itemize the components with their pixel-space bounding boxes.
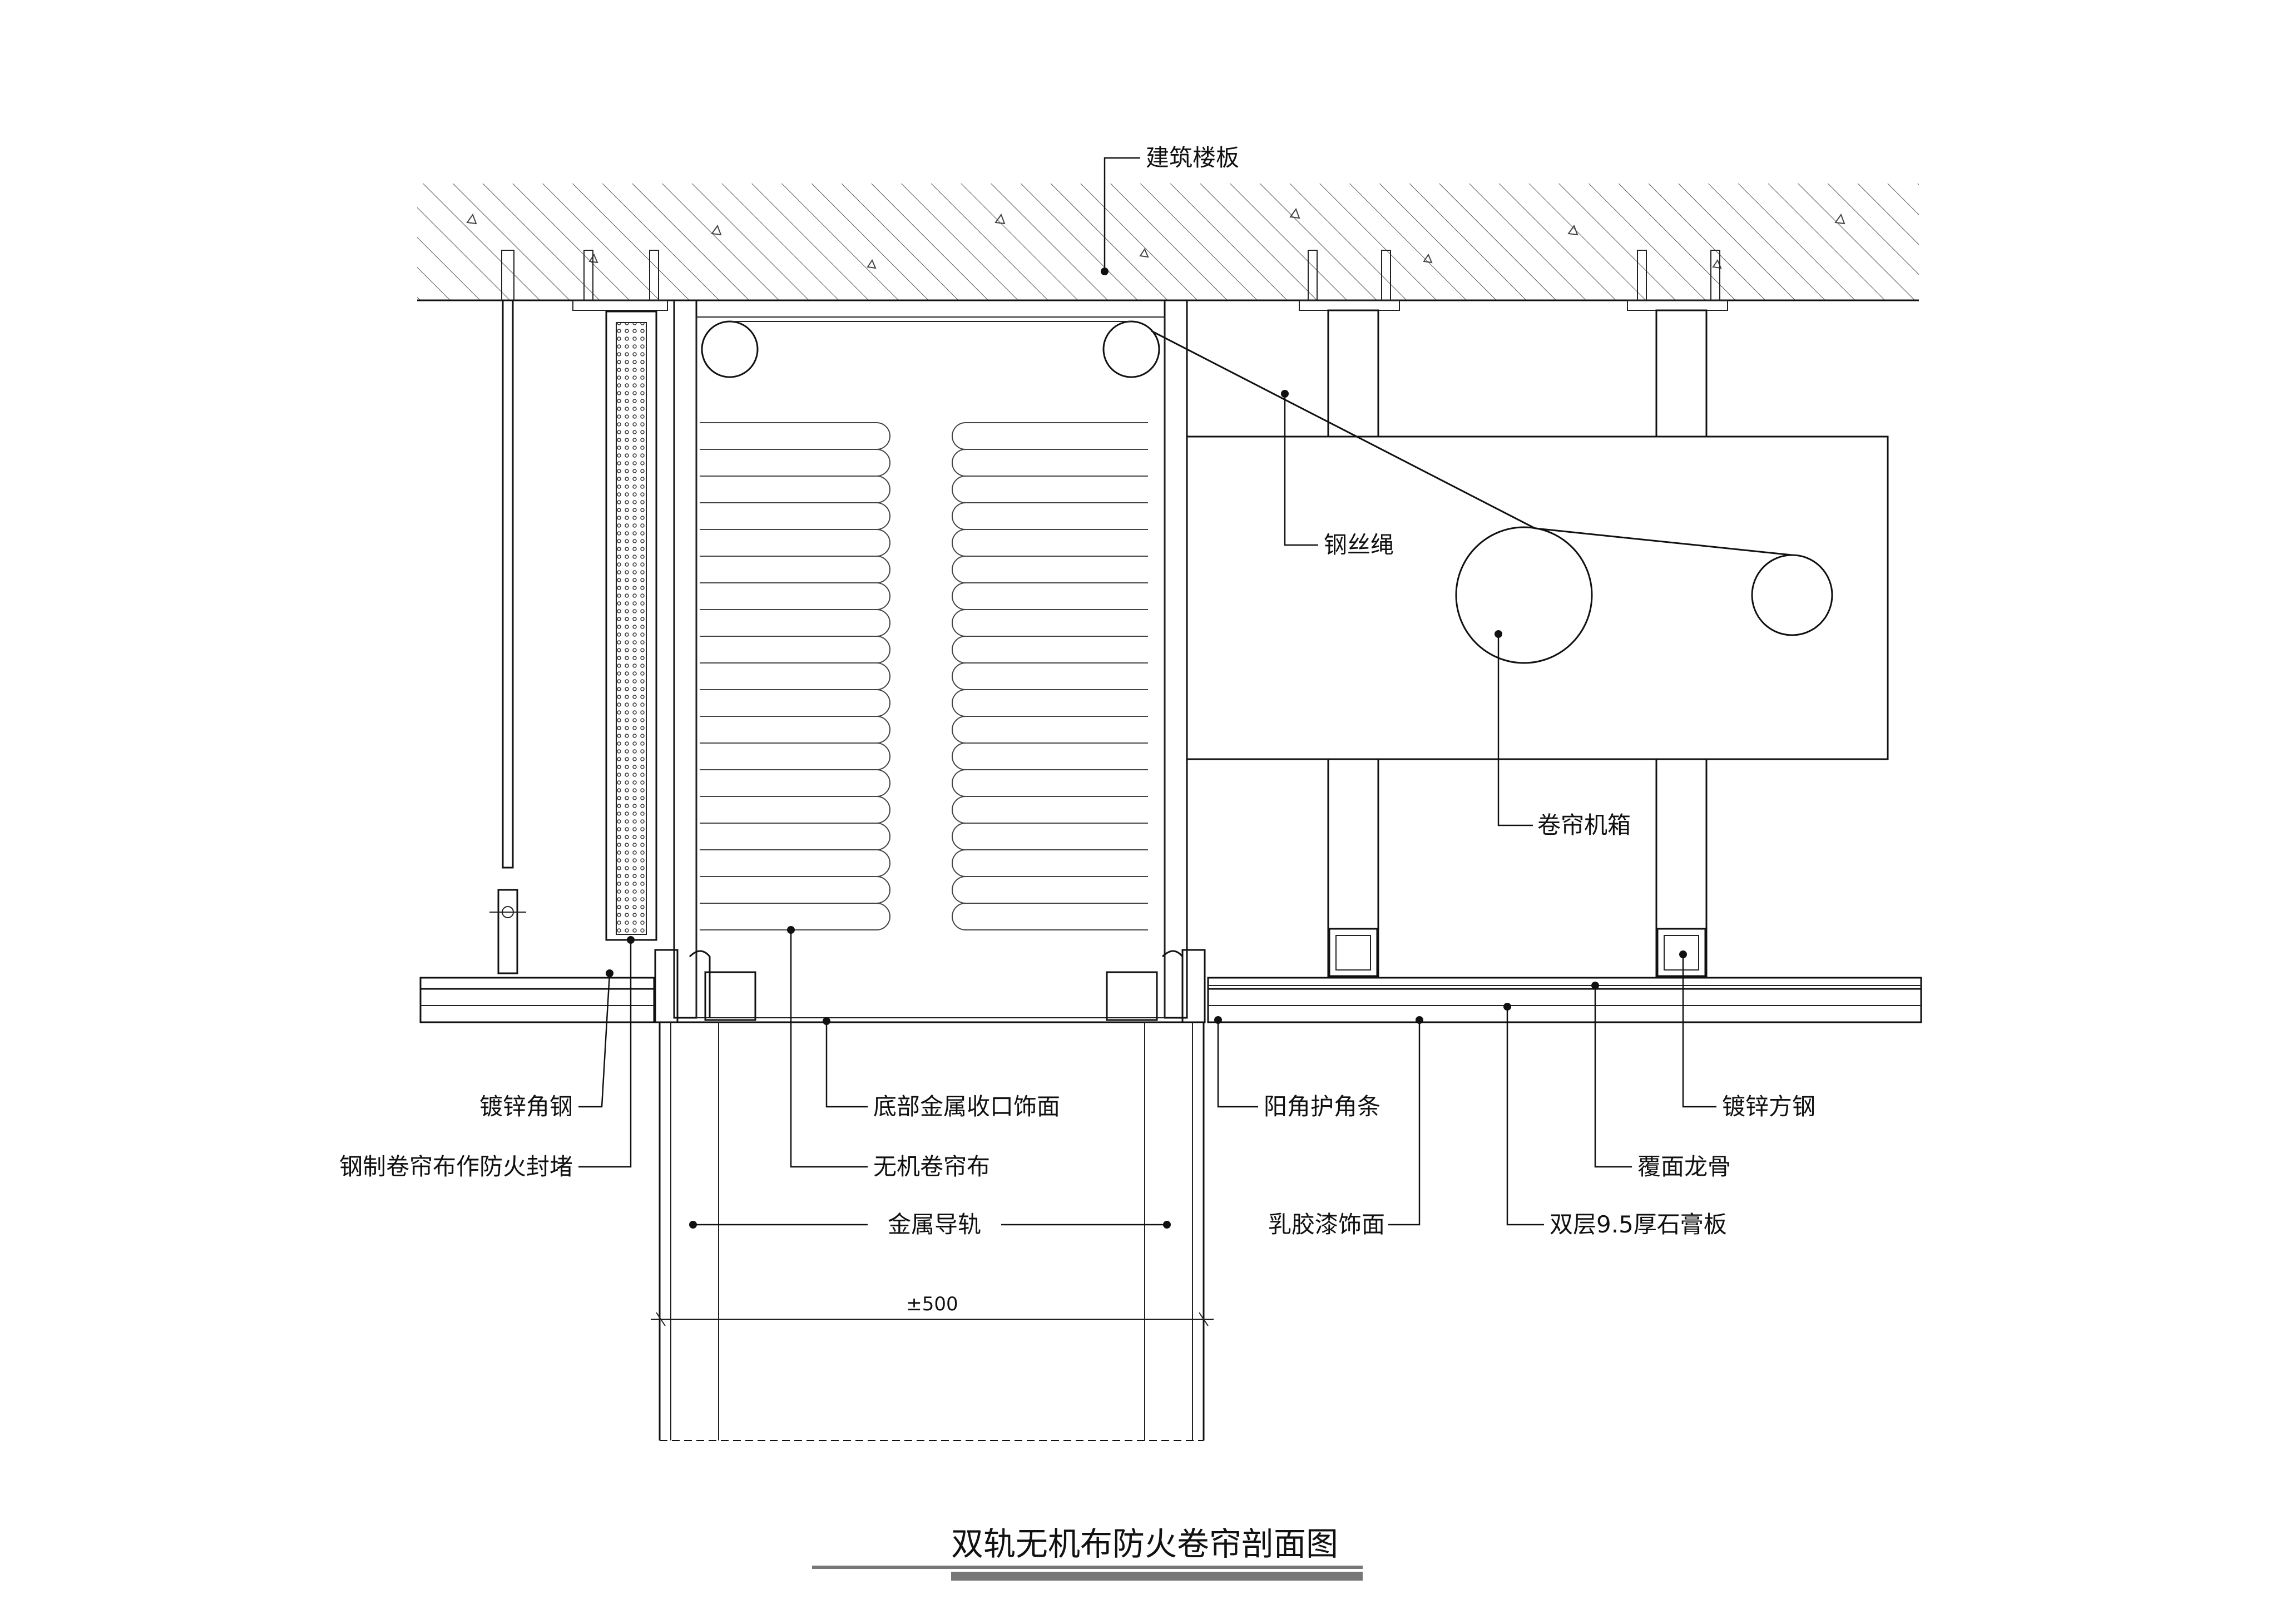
curtain-fold — [952, 636, 1148, 664]
dimension-value: ±500 — [906, 1293, 958, 1315]
curtain-fold — [952, 769, 1148, 797]
right-top-roller — [1102, 320, 1160, 378]
label-slab: 建筑楼板 — [1146, 144, 1239, 171]
curtain-folds — [700, 422, 1148, 930]
curtain-fold — [952, 529, 1148, 557]
curtain-fold — [700, 716, 890, 744]
label-bottom-trim: 底部金属收口饰面 — [873, 1093, 1060, 1120]
curtain-fold — [700, 422, 890, 450]
label-angle-steel: 镀锌角钢 — [479, 1093, 573, 1120]
steel-posts — [1327, 309, 1708, 977]
label-fire-seal: 钢制卷帘布作防火封堵 — [339, 1153, 573, 1180]
curtain-fold — [700, 662, 890, 690]
drawing-title: 双轨无机布防火卷帘剖面图 — [951, 1525, 1338, 1563]
label-wire-rope: 钢丝绳 — [1324, 531, 1394, 558]
curtain-fold — [952, 502, 1148, 530]
guide-walls — [673, 299, 1188, 1019]
leaders — [578, 157, 1716, 1229]
curtain-fold — [700, 609, 890, 637]
curtain-fold — [700, 823, 890, 850]
curtain-fold — [952, 609, 1148, 637]
labels: 建筑楼板 钢丝绳 卷帘机箱 镀锌角钢 钢制卷帘布作防火封堵 底部金属收口饰面 无… — [339, 144, 1815, 1238]
curtain-fold — [952, 903, 1148, 930]
label-gypsum-board: 双层9.5厚石膏板 — [1550, 1211, 1727, 1238]
curtain-fold — [700, 876, 890, 904]
label-furring: 覆面龙骨 — [1637, 1153, 1731, 1180]
curtain-fold — [952, 476, 1148, 503]
aggregate-marks — [466, 207, 1845, 269]
curtain-fold — [700, 849, 890, 877]
curtain-fold — [952, 556, 1148, 583]
curtain-fold — [700, 449, 890, 477]
curtain-fold — [700, 903, 890, 930]
curtain-fold — [700, 636, 890, 664]
roller-box — [1186, 435, 1889, 760]
curtain-fold — [700, 582, 890, 610]
label-square-steel: 镀锌方钢 — [1722, 1093, 1815, 1120]
curtain-fold — [952, 796, 1148, 824]
curtain-fold — [952, 689, 1148, 717]
curtain-fold — [952, 662, 1148, 690]
curtain-fold — [700, 502, 890, 530]
curtain-fold — [952, 849, 1148, 877]
curtain-fold — [952, 876, 1148, 904]
left-hanger-rod — [489, 250, 526, 974]
wire-rope — [1151, 330, 1536, 529]
drawing-title-block: 双轨无机布防火卷帘剖面图 — [812, 1525, 1363, 1581]
label-fabric: 无机卷帘布 — [873, 1153, 990, 1180]
curtain-fold — [952, 823, 1148, 850]
curtain-fold — [700, 742, 890, 770]
curtain-fold — [700, 689, 890, 717]
curtain-fold — [952, 716, 1148, 744]
curtain-fold — [700, 556, 890, 583]
lower-guide-rails — [659, 1022, 1205, 1441]
left-top-roller — [701, 320, 759, 378]
fire-seal-strip — [605, 310, 657, 941]
curtain-fold — [952, 582, 1148, 610]
curtain-fold — [952, 449, 1148, 477]
curtain-fold — [700, 769, 890, 797]
label-roller-box: 卷帘机箱 — [1537, 811, 1631, 839]
curtain-fold — [952, 742, 1148, 770]
concrete-slab — [417, 184, 1919, 301]
bottom-trim — [654, 949, 1206, 1023]
label-corner-guard: 阳角护角条 — [1264, 1093, 1380, 1120]
curtain-fold — [952, 422, 1148, 450]
curtain-fold — [700, 476, 890, 503]
curtain-frame — [696, 316, 1165, 1018]
label-latex-paint: 乳胶漆饰面 — [1268, 1211, 1385, 1238]
main-drum — [1455, 526, 1593, 664]
ceiling-boards — [419, 977, 1922, 1023]
label-guide-rail: 金属导轨 — [888, 1211, 981, 1238]
dimension-line: ±500 — [651, 1293, 1214, 1326]
secondary-drum — [1751, 554, 1833, 636]
curtain-fold — [700, 529, 890, 557]
curtain-fold — [700, 796, 890, 824]
